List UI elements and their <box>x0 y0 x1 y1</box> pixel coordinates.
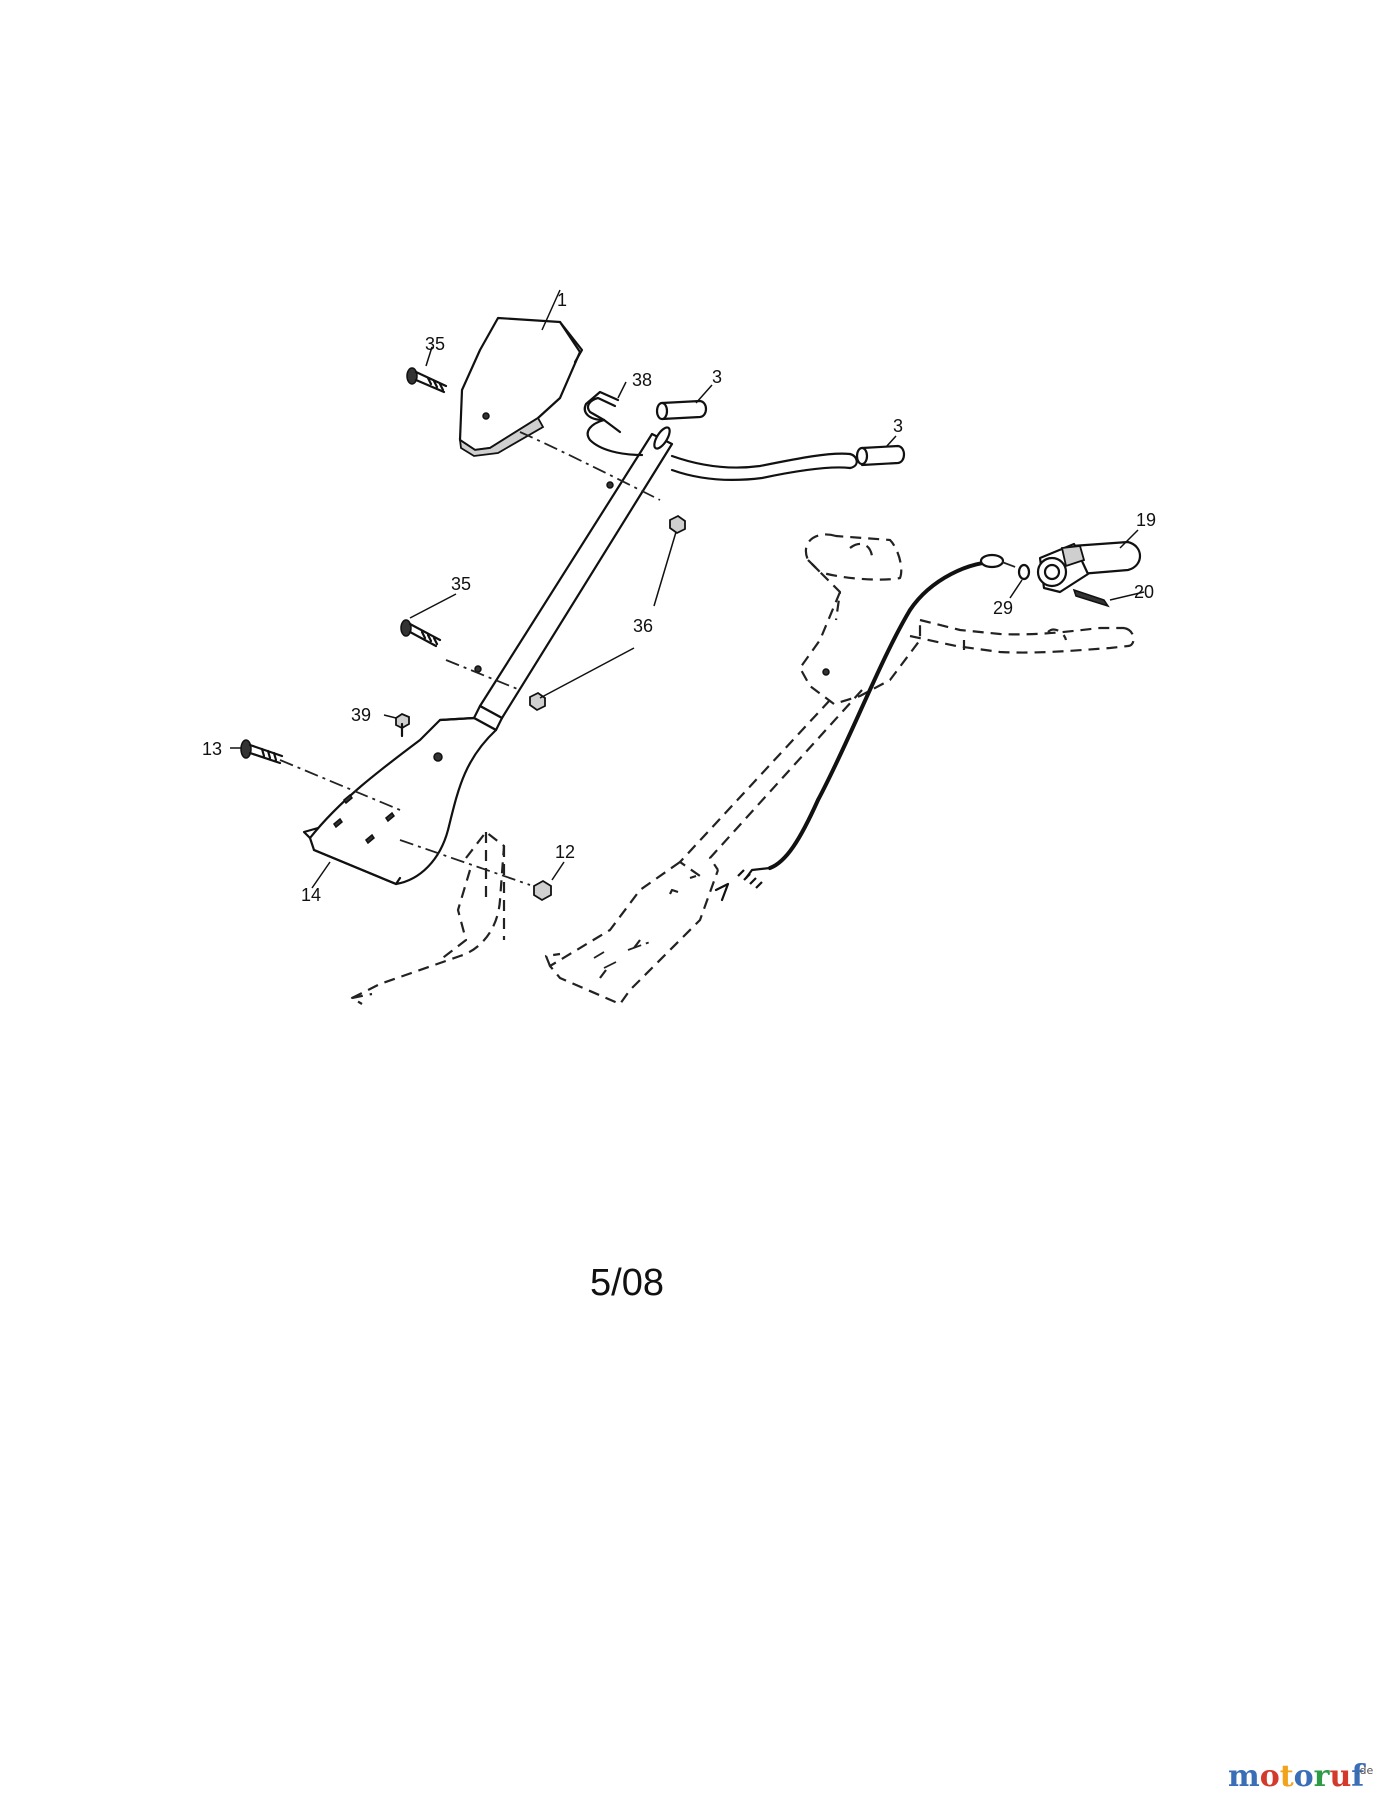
control-cable <box>714 553 1005 902</box>
nut-part-36-lower <box>529 691 546 712</box>
callout-39: 39 <box>351 705 371 725</box>
handlebar-part-38 <box>583 390 858 482</box>
callout-29: 29 <box>993 598 1013 618</box>
callout-13: 13 <box>202 739 222 759</box>
callout-1: 1 <box>557 290 567 310</box>
control-lever-part-19 <box>1036 540 1142 608</box>
callout-35-upper: 35 <box>425 334 445 354</box>
callout-38: 38 <box>632 370 652 390</box>
leader-lines-right <box>1001 529 1145 601</box>
watermark-logo: motoruf .de <box>1228 1759 1373 1794</box>
callout-20: 20 <box>1134 582 1154 602</box>
callout-14: 14 <box>301 885 321 905</box>
bolt-part-35-upper <box>406 367 448 394</box>
clip-part-29 <box>1017 563 1031 581</box>
logo-suffix: .de <box>1356 1764 1373 1777</box>
phantom-handle-assembly <box>544 533 1135 1006</box>
leader-lines-left <box>230 289 897 889</box>
callout-3-left: 3 <box>712 367 722 387</box>
upper-handle-tube <box>472 426 674 732</box>
callout-36: 36 <box>633 616 653 636</box>
bolt-part-13 <box>240 739 284 765</box>
callout-12: 12 <box>555 842 575 862</box>
callout-3-right: 3 <box>893 416 903 436</box>
washer-part-39 <box>395 712 410 738</box>
nut-part-36-upper <box>669 514 686 535</box>
lower-handle-part-14 <box>302 716 498 886</box>
date-code: 5/08 <box>590 1262 664 1304</box>
callout-35-lower: 35 <box>451 574 471 594</box>
tiller-frame-phantom <box>350 830 506 1005</box>
grip-part-3-left <box>655 399 708 421</box>
callouts: 1 35 38 3 3 19 29 20 35 36 39 13 12 14 <box>202 290 1156 905</box>
callout-19: 19 <box>1136 510 1156 530</box>
grip-part-3-right <box>855 444 906 467</box>
svg-text:motoruf: motoruf <box>1228 1759 1366 1794</box>
nut-part-12 <box>533 879 552 902</box>
bolt-part-35-lower <box>400 619 442 648</box>
handle-cover-part-1 <box>458 316 584 457</box>
